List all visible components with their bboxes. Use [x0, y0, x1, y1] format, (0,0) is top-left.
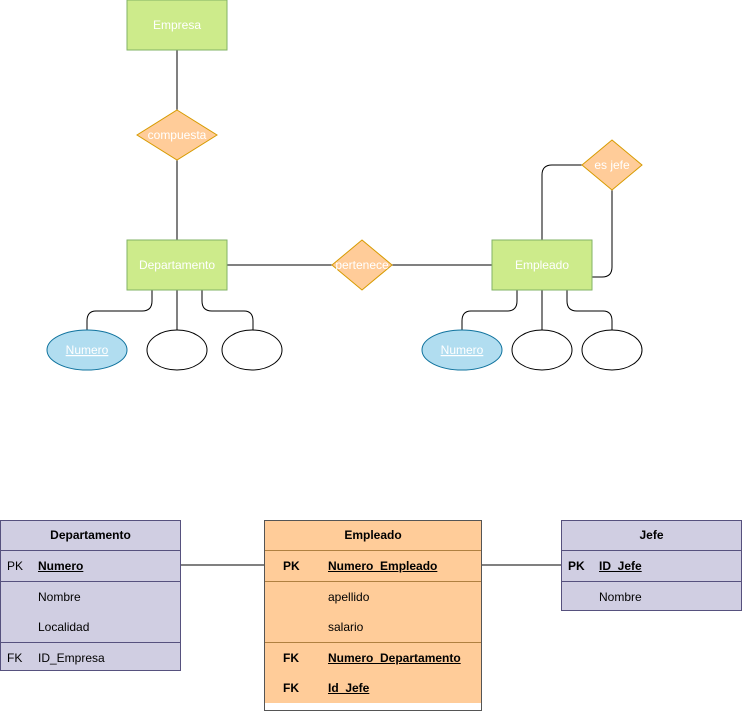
connector-emp-attr-numero: [461, 290, 518, 335]
table-empleado-body: PK Numero_Empleado apellido salario FK N…: [265, 551, 481, 703]
relationship-pertenece-label: pertenece: [335, 258, 389, 272]
entity-departamento[interactable]: Departamento: [126, 239, 228, 291]
table-row: FK ID_Empresa: [1, 643, 180, 673]
connectors: [86, 50, 613, 566]
table-departamento-title: Departamento: [1, 521, 180, 551]
key-label: PK: [7, 559, 24, 573]
field-label: apellido: [328, 590, 370, 604]
relationship-es-jefe[interactable]: es jefe: [581, 139, 643, 191]
table-row: PK Numero_Empleado: [265, 551, 481, 582]
table-row: Nombre: [562, 582, 741, 612]
connector-emp-attr-3: [566, 290, 613, 330]
attribute-empleado-2[interactable]: [511, 329, 573, 371]
entity-empleado[interactable]: Empleado: [491, 239, 593, 291]
field-label: Numero: [38, 559, 84, 573]
table-jefe[interactable]: Jefe PK ID_Jefe Nombre: [561, 520, 742, 611]
connector-dep-attr-3: [201, 290, 254, 330]
entity-empleado-label: Empleado: [515, 258, 569, 272]
field-label: Localidad: [38, 620, 90, 634]
attribute-empleado-3[interactable]: [581, 329, 643, 371]
field-label: Numero_Departamento: [328, 651, 461, 665]
field-label: salario: [328, 620, 364, 634]
connector-empleado-es-jefe-right: [592, 190, 613, 278]
field-label: ID_Empresa: [38, 651, 105, 665]
attribute-empleado-numero-label: Numero: [441, 343, 484, 357]
field-label: Id_Jefe: [328, 681, 370, 695]
table-departamento[interactable]: Departamento PK Numero Nombre Localidad …: [0, 520, 181, 671]
field-label: Nombre: [599, 590, 642, 604]
relationship-compuesta[interactable]: compuesta: [136, 109, 218, 161]
relationship-compuesta-label: compuesta: [148, 128, 207, 142]
table-row: PK ID_Jefe: [562, 551, 741, 582]
key-label: PK: [568, 559, 585, 573]
table-row: salario: [265, 612, 481, 643]
attribute-departamento-numero[interactable]: Numero: [46, 329, 128, 371]
table-empleado-title: Empleado: [265, 521, 481, 551]
table-empleado[interactable]: Empleado PK Numero_Empleado apellido sal…: [264, 520, 482, 711]
table-row: Nombre: [1, 582, 180, 612]
key-label: FK: [7, 651, 23, 665]
connector-empleado-es-jefe-left: [541, 164, 582, 240]
entity-departamento-label: Departamento: [139, 258, 215, 272]
attribute-empleado-numero[interactable]: Numero: [421, 329, 503, 371]
relationship-pertenece[interactable]: pertenece: [331, 239, 393, 291]
table-row: FK Numero_Departamento: [265, 643, 481, 673]
table-row: PK Numero: [1, 551, 180, 582]
table-row: apellido: [265, 582, 481, 612]
key-label: FK: [283, 681, 299, 695]
connector-dep-attr-numero: [86, 290, 153, 335]
attribute-departamento-numero-label: Numero: [66, 343, 109, 357]
entity-empresa-label: Empresa: [153, 18, 201, 32]
field-label: Numero_Empleado: [328, 559, 438, 573]
attribute-departamento-3[interactable]: [221, 329, 283, 371]
table-row: Localidad: [1, 612, 180, 643]
table-jefe-title: Jefe: [562, 521, 741, 551]
field-label: ID_Jefe: [599, 559, 642, 573]
table-row: FK Id_Jefe: [265, 673, 481, 703]
key-label: FK: [283, 651, 299, 665]
entity-empresa[interactable]: Empresa: [126, 0, 228, 51]
key-label: PK: [283, 559, 300, 573]
field-label: Nombre: [38, 590, 81, 604]
relationship-es-jefe-label: es jefe: [594, 158, 630, 172]
attribute-departamento-2[interactable]: [146, 329, 208, 371]
